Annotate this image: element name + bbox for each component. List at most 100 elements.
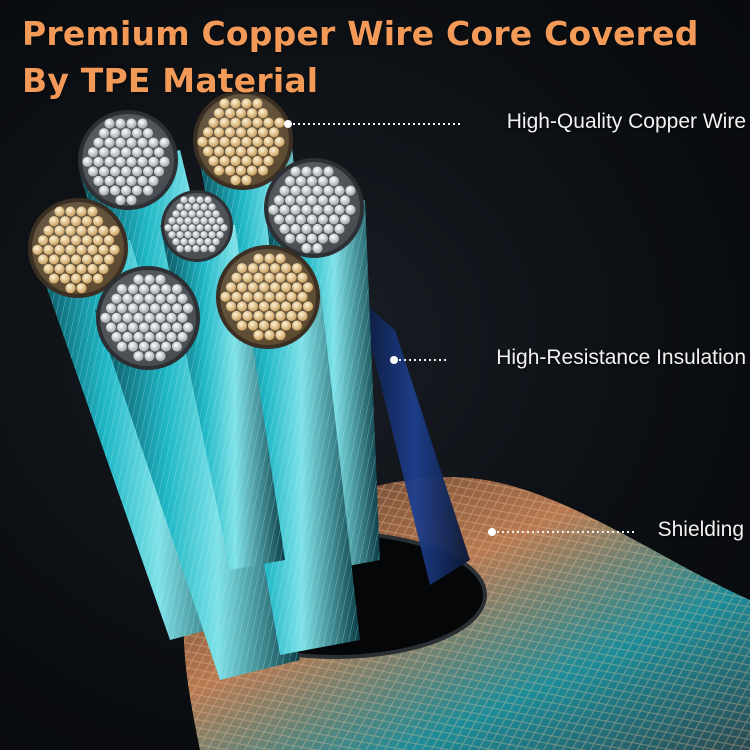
copper-strand: [65, 206, 76, 217]
copper-strand: [81, 273, 93, 284]
copper-strand: [70, 235, 82, 246]
copper-strand: [317, 195, 329, 206]
copper-strand: [98, 128, 110, 139]
copper-strand: [148, 137, 159, 148]
headline-line-2: By TPE Material: [22, 61, 319, 100]
copper-strand: [253, 291, 264, 302]
copper-strand: [149, 303, 161, 314]
copper-strand: [275, 310, 286, 322]
callout-dot: [284, 120, 292, 128]
copper-strand: [122, 331, 133, 343]
copper-strand: [284, 176, 296, 187]
copper-strand: [230, 117, 241, 128]
copper-strand: [81, 216, 93, 227]
copper-strand: [127, 341, 139, 352]
copper-strand: [334, 185, 345, 196]
copper-strand: [127, 284, 139, 295]
copper-strand: [149, 341, 161, 352]
copper-strand: [253, 253, 264, 264]
copper-strand: [236, 301, 248, 312]
copper-strand: [184, 245, 192, 253]
copper-strand: [295, 195, 307, 206]
copper-strand: [284, 233, 296, 244]
copper-strand: [247, 263, 259, 274]
copper-strand: [196, 210, 204, 218]
copper-strand: [275, 330, 286, 341]
copper-strand: [43, 244, 54, 255]
copper-strand: [109, 185, 121, 196]
copper-strand: [312, 185, 323, 196]
copper-strand: [219, 155, 230, 167]
copper-strand: [225, 282, 237, 293]
headline: Premium Copper Wire Core Covered By TPE …: [22, 10, 742, 104]
copper-strand: [219, 98, 230, 109]
copper-strand: [247, 301, 259, 312]
copper-strand: [180, 210, 188, 218]
copper-strand: [196, 224, 204, 232]
copper-strand: [133, 331, 144, 343]
copper-strand: [323, 166, 334, 177]
copper-strand: [82, 156, 93, 167]
copper-strand: [290, 223, 301, 235]
copper-strand: [138, 303, 150, 314]
copper-strand: [148, 175, 159, 187]
copper-strand: [247, 320, 259, 331]
copper-strand: [127, 303, 139, 314]
copper-strand: [258, 320, 270, 331]
copper-strand: [109, 166, 121, 177]
copper-strand: [100, 312, 111, 323]
copper-strand: [224, 108, 236, 119]
copper-strand: [144, 351, 155, 362]
copper-strand: [257, 146, 269, 157]
copper-strand: [48, 216, 60, 227]
copper-strand: [98, 166, 110, 177]
copper-strand: [202, 127, 214, 138]
copper-strand: [242, 272, 253, 283]
copper-strand: [204, 238, 212, 246]
copper-strand: [120, 166, 132, 177]
copper-strand: [339, 214, 351, 225]
copper-strand: [208, 203, 216, 211]
copper-strand: [192, 217, 200, 225]
copper-strand: [231, 310, 242, 322]
copper-strand: [115, 195, 126, 206]
copper-strand: [242, 310, 253, 322]
copper-strand: [126, 137, 137, 148]
copper-strand: [109, 244, 120, 255]
copper-strand: [291, 301, 303, 312]
copper-strand: [284, 195, 296, 206]
copper-strand: [302, 282, 314, 293]
copper-strand: [291, 282, 303, 293]
copper-strand: [269, 320, 281, 331]
copper-strand: [301, 204, 312, 215]
copper-strand: [122, 312, 133, 323]
copper-strand: [302, 301, 314, 312]
copper-strand: [177, 331, 188, 343]
copper-strand: [252, 155, 263, 167]
copper-strand: [200, 203, 208, 211]
copper-strand: [70, 216, 82, 227]
copper-strand: [111, 293, 122, 304]
copper-strand: [241, 117, 252, 128]
copper-strand: [252, 117, 263, 128]
copper-strand: [253, 272, 264, 283]
copper-strand: [236, 263, 248, 274]
copper-strand: [241, 98, 252, 109]
copper-strand: [116, 322, 128, 333]
insulation-layer: [360, 300, 470, 585]
copper-strand: [235, 146, 247, 157]
copper-strand: [164, 224, 172, 232]
copper-strand: [144, 312, 155, 323]
copper-strand: [301, 223, 312, 235]
copper-strand: [286, 272, 297, 283]
copper-strand: [216, 231, 224, 239]
copper-strand: [241, 175, 252, 186]
copper-strand: [202, 146, 214, 157]
copper-strand: [43, 263, 54, 275]
copper-strand: [241, 136, 252, 147]
copper-strand: [37, 254, 49, 265]
copper-strand: [284, 214, 296, 225]
copper-strand: [345, 185, 356, 196]
copper-strand: [200, 217, 208, 225]
copper-strand: [131, 128, 143, 139]
